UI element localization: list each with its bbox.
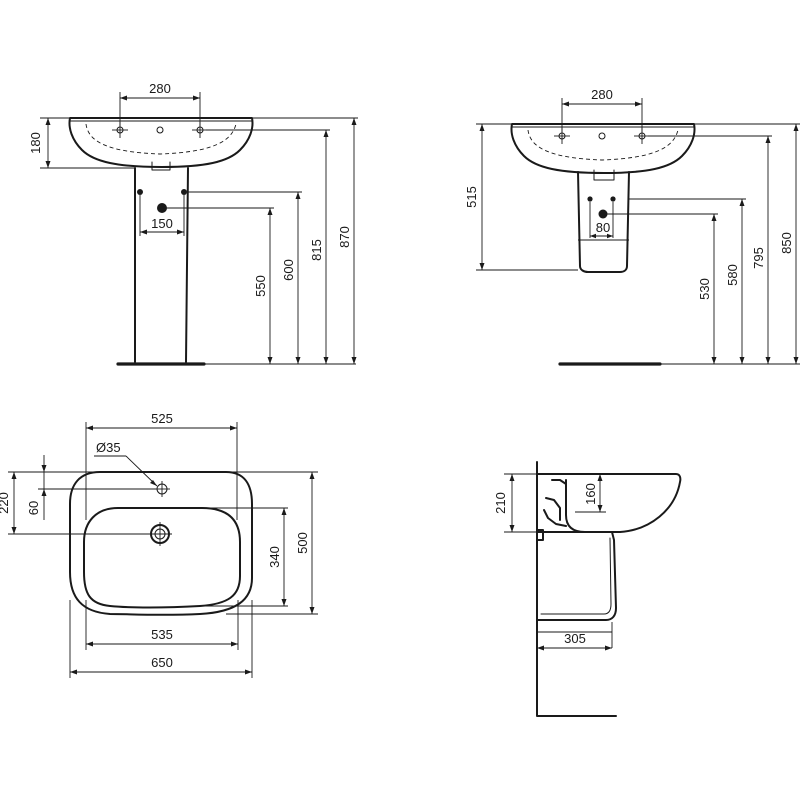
- tap-hole-center: [156, 126, 164, 134]
- basin-plan-bowl: [83, 507, 241, 609]
- label-tap-spacing: 280: [149, 81, 171, 96]
- pedestal-outline: [134, 167, 189, 363]
- label-width-535: 535: [151, 627, 173, 642]
- dim-depth-305: 305: [537, 622, 613, 651]
- waste-outlet-semi: [598, 209, 608, 219]
- label-height-600: 600: [281, 259, 296, 281]
- dim-pedestal-spacing-semi: 80: [589, 202, 614, 239]
- fixing-left-semi: [587, 196, 593, 202]
- plan-view: 525 Ø35 220 60: [0, 411, 318, 678]
- label-tap-spacing-semi: 280: [591, 87, 613, 102]
- dim-tap-spacing-semi: 280: [561, 87, 643, 132]
- label-height-580: 580: [725, 264, 740, 286]
- dim-depth-60: 60: [26, 455, 156, 520]
- front-view-full-pedestal: 280 180 150: [28, 81, 358, 366]
- waste-outlet: [157, 203, 167, 213]
- dim-depth-500: 500: [226, 471, 318, 615]
- label-height-160: 160: [583, 483, 598, 505]
- label-depth-305: 305: [564, 631, 586, 646]
- label-height-795: 795: [751, 247, 766, 269]
- dim-height-160: 160: [575, 474, 606, 513]
- dim-heights-semi: 530 580 795 850: [607, 123, 800, 365]
- label-height-550: 550: [253, 275, 268, 297]
- basin-inner-outline: [85, 123, 237, 155]
- label-height-815: 815: [309, 239, 324, 261]
- waste-fixing-right: [181, 189, 187, 195]
- label-height-515: 515: [464, 186, 479, 208]
- dim-width-650: 650: [69, 600, 253, 678]
- dim-tap-spacing: 280: [119, 81, 201, 126]
- label-pedestal-spacing: 150: [151, 216, 173, 231]
- dim-height-515: 515: [464, 123, 578, 271]
- dim-heights-front: 550 600 815 870: [166, 117, 358, 365]
- label-height-850: 850: [779, 232, 794, 254]
- label-height-210: 210: [493, 492, 508, 514]
- dim-depth-220: 220: [0, 471, 150, 535]
- label-depth-500: 500: [295, 532, 310, 554]
- label-depth-340: 340: [267, 546, 282, 568]
- basin-outline: [68, 117, 254, 168]
- tap-hole-center-semi: [598, 132, 606, 140]
- fixing-right-semi: [610, 196, 616, 202]
- label-depth-60: 60: [26, 501, 41, 515]
- basin-plan-outline: [69, 471, 253, 616]
- semi-pedestal-outline: [577, 171, 630, 273]
- label-width-650: 650: [151, 655, 173, 670]
- dim-hole-diameter: Ø35: [94, 440, 158, 487]
- wall-line: [536, 461, 617, 717]
- wall-fixing-plate: [536, 529, 544, 541]
- dim-height-210: 210: [493, 473, 540, 533]
- label-pedestal-spacing-semi: 80: [596, 220, 610, 235]
- dim-width-535: 535: [85, 600, 239, 650]
- side-view: 210 160 305: [493, 461, 682, 717]
- label-depth-220: 220: [0, 492, 11, 514]
- front-view-semi-pedestal: 280 515 80: [464, 87, 800, 366]
- dim-width-525: 525: [85, 411, 238, 520]
- overflow-slot: [151, 161, 171, 171]
- dim-pedestal-spacing: 150: [139, 195, 185, 236]
- label-height-530: 530: [697, 278, 712, 300]
- semi-pedestal-side: [536, 531, 617, 621]
- basin-outline-semi: [510, 123, 696, 174]
- label-height-870: 870: [337, 226, 352, 248]
- tap-hole-plan: [154, 481, 170, 497]
- label-bowl-depth: 180: [28, 132, 43, 154]
- waste-fixing-left: [137, 189, 143, 195]
- label-width-525: 525: [151, 411, 173, 426]
- dim-depth-340: 340: [200, 507, 288, 607]
- label-hole-diameter: Ø35: [96, 440, 121, 455]
- dim-bowl-depth: 180: [28, 117, 135, 169]
- waste-plan: [148, 522, 172, 546]
- basin-side-profile: [536, 473, 682, 533]
